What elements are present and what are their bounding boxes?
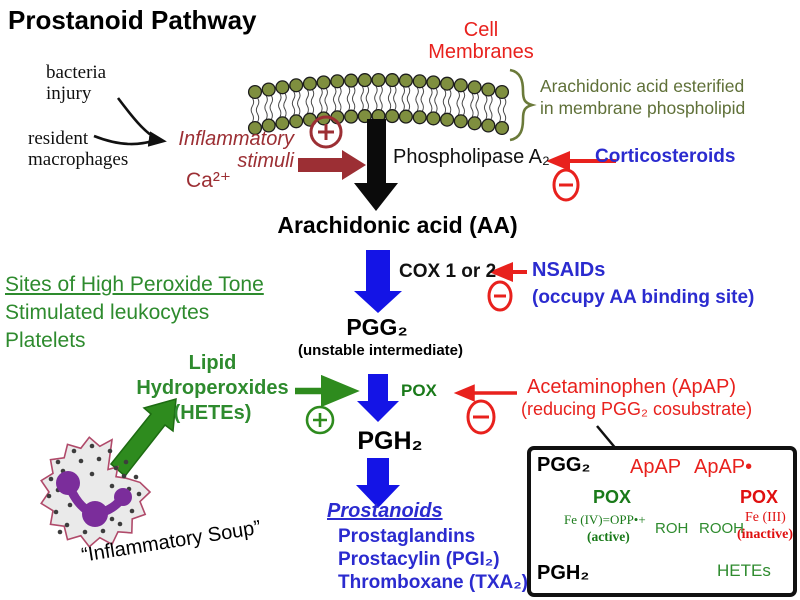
page-title: Prostanoid Pathway [8, 5, 257, 35]
esterified-note: Arachidonic acid esterified in membrane … [540, 76, 746, 118]
inset-hetes-label: HETEs [717, 561, 771, 580]
nsaids-note: (occupy AA binding site) [532, 287, 755, 308]
membrane-brace [509, 68, 537, 142]
acetaminophen-label: Acetaminophen (ApAP) [527, 376, 737, 398]
plus-icon [309, 115, 343, 149]
pgh2-to-prostanoids-arrow [356, 458, 400, 508]
pgg2-label: PGG₂ [346, 314, 408, 340]
stimuli-activation-arrow [298, 150, 366, 180]
calcium-label: Ca²⁺ [186, 169, 231, 192]
cell-to-hydroperoxides-arrow [109, 397, 177, 478]
peroxide-tone-heading: Sites of High Peroxide Tone [5, 273, 264, 296]
cox-label: COX 1 or 2 [399, 261, 497, 282]
minus-icon [487, 280, 513, 312]
arachidonic-acid-label: Arachidonic acid (AA) [277, 212, 518, 238]
nsaids-label: NSAIDs [532, 259, 606, 281]
cell-membranes-label: Cell Membranes [428, 19, 534, 64]
pox-label: POX [401, 381, 437, 400]
prostanoid-item: Prostacylin (PGI₂) [338, 549, 500, 570]
pgh2-label: PGH₂ [357, 427, 423, 455]
corticosteroids-label: Corticosteroids [595, 146, 736, 167]
trigger-resident-macrophages: resident macrophages [28, 128, 129, 171]
inset-pox-active-label: POX [593, 487, 632, 507]
peroxide-tone-item: Stimulated leukocytes [5, 301, 210, 324]
inset-active-note: (active) [587, 529, 630, 544]
inset-pox-inactive-label: POX [740, 487, 779, 507]
membrane-to-aa-arrow [354, 119, 398, 211]
minus-icon [552, 168, 580, 202]
peroxide-tone-item: Platelets [5, 329, 86, 352]
stimuli-arrowhead [147, 131, 167, 147]
inset-roh-label: ROH [655, 520, 689, 537]
minus-icon [466, 399, 496, 435]
pgg2-note: (unstable intermediate) [297, 342, 464, 359]
inset-fe-inactive-label: Fe (III) [745, 510, 786, 525]
inset-pgh2-label: PGH₂ [537, 562, 590, 584]
prostanoid-item: Thromboxane (TXA₂) [338, 572, 528, 593]
acetaminophen-note: (reducing PGG₂ cosubstrate) [521, 399, 753, 419]
inset-rooh-label: ROOH [699, 520, 744, 537]
inset-apap-radical-label: ApAP• [694, 456, 753, 478]
prostanoid-item: Prostaglandins [338, 526, 476, 547]
aa-to-pgg2-arrow [354, 250, 402, 313]
inset-inactive-note: (inactive) [737, 527, 793, 542]
inset-fe-active-label: Fe (IV)=OPP•+ [564, 512, 646, 527]
inflammatory-stimuli-label: Inflammatory stimuli [178, 128, 294, 173]
leukocyte-cell-illustration [40, 436, 152, 548]
prostanoids-heading: Prostanoids [327, 500, 443, 522]
inset-pgg2-label: PGG₂ [537, 454, 591, 476]
lipid-bilayer-membrane [247, 72, 510, 136]
plus-icon [305, 405, 335, 435]
pgg2-to-pgh2-arrow [357, 374, 399, 422]
trigger-bacteria-injury: bacteria injury [46, 62, 107, 105]
phospholipase-label: Phospholipase A₂ [393, 146, 550, 168]
inset-apap-label: ApAP [630, 456, 682, 478]
lipid-hydroperoxides-label: Lipid Hydroperoxides (HETEs) [136, 352, 289, 424]
pox-cycle-inset-box: PGG₂ PGH₂ ApAP ApAP• POX POX Fe (IV)=OPP… [527, 446, 797, 597]
